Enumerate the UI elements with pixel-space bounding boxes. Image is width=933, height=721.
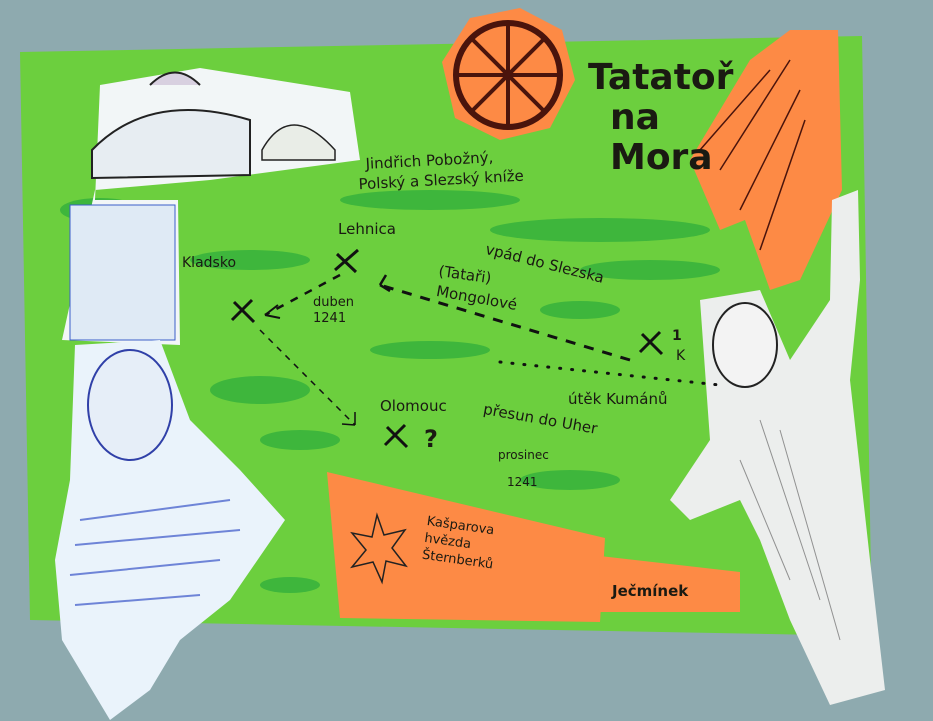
star-note-card: [327, 472, 605, 622]
place-olomouc: Olomouc: [380, 397, 447, 415]
route-lines: [259, 273, 722, 426]
jecminek-note: Ječmínek: [612, 582, 689, 600]
date-april-year: 1241: [313, 311, 347, 326]
henry-caption: Jindřich Pobožný, Polský a Slezský kníže: [357, 146, 524, 195]
date-december-month: prosinec: [498, 448, 549, 462]
route-label-mongols: Mongolové: [434, 282, 519, 314]
route-label-cumans: útěk Kumánů: [568, 390, 668, 408]
title-line-2: na: [610, 97, 660, 138]
place-kladsko: Kladsko: [182, 255, 237, 271]
orange-figure-cutout: [690, 30, 842, 290]
left-figure-cutout: [55, 340, 285, 720]
title-line-3: Mora: [610, 137, 713, 178]
yurt-cutout: [62, 68, 360, 345]
star-note: Kašparova hvězda Šternberků: [421, 513, 499, 573]
jecminek-card: [598, 556, 740, 612]
poster-title: Tatatoř na Mora: [588, 58, 733, 178]
date-april-month: duben: [313, 295, 354, 310]
place-question-mark: ?: [424, 425, 438, 453]
date-partial-year: 1: [672, 328, 682, 344]
crayon-streaks: [60, 190, 720, 593]
place-lehnice: Lehnica: [338, 220, 396, 238]
title-line-1: Tatatoř: [588, 57, 734, 98]
star-drawing: [350, 512, 408, 585]
right-figure-cutout: [670, 190, 885, 705]
wheel-emblem: [442, 8, 575, 140]
battle-crossed-swords-icons: [230, 248, 664, 449]
date-april: duben 1241: [313, 295, 354, 327]
date-partial-k: K: [676, 348, 686, 364]
date-december-year: 1241: [507, 475, 538, 489]
route-label-invasion: vpád do Slezska: [483, 240, 606, 287]
